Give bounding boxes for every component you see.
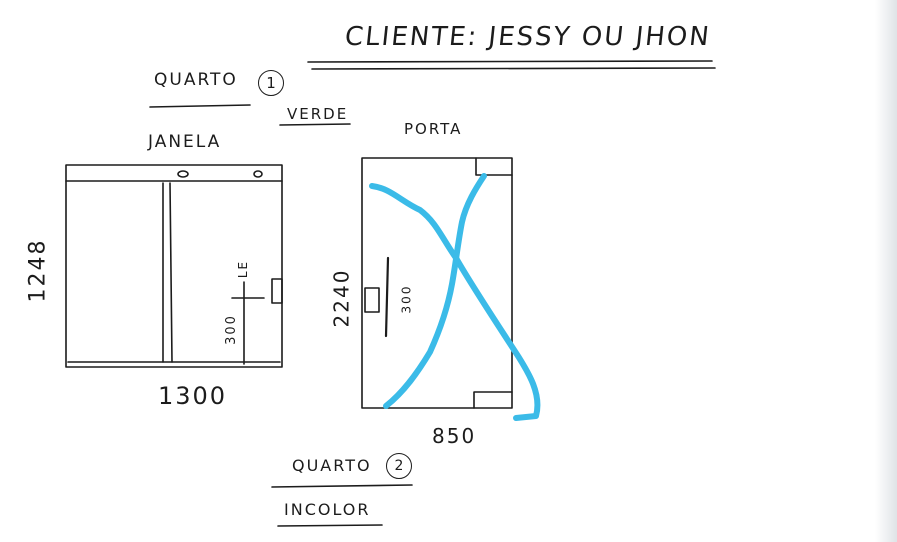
door-frame	[361, 157, 513, 409]
room-2-underline	[271, 484, 413, 488]
window-roller-1	[177, 170, 189, 178]
title-underline-1	[307, 60, 713, 63]
room-2-label: QUARTO	[292, 456, 372, 475]
door-cross-out	[369, 173, 541, 421]
paper-edge-shadow	[875, 0, 897, 542]
room-1-label: QUARTO	[154, 70, 238, 90]
door-width: 850	[432, 424, 477, 448]
room-1-number: 1	[258, 70, 284, 96]
room-2-number: 2	[386, 453, 412, 479]
glass-underline	[279, 123, 351, 126]
window-width: 1300	[158, 382, 228, 410]
room-1-underline	[149, 104, 251, 108]
door-label: PORTA	[404, 120, 463, 138]
title-underline-2	[311, 67, 716, 70]
window-roller-2	[253, 170, 263, 178]
glass-2-underline	[277, 524, 383, 527]
window-label: JANELA	[148, 132, 222, 152]
window-frame	[65, 164, 283, 368]
room-2-glass-color: INCOLOR	[284, 500, 371, 519]
room-1-glass-color: VERDE	[287, 105, 349, 123]
